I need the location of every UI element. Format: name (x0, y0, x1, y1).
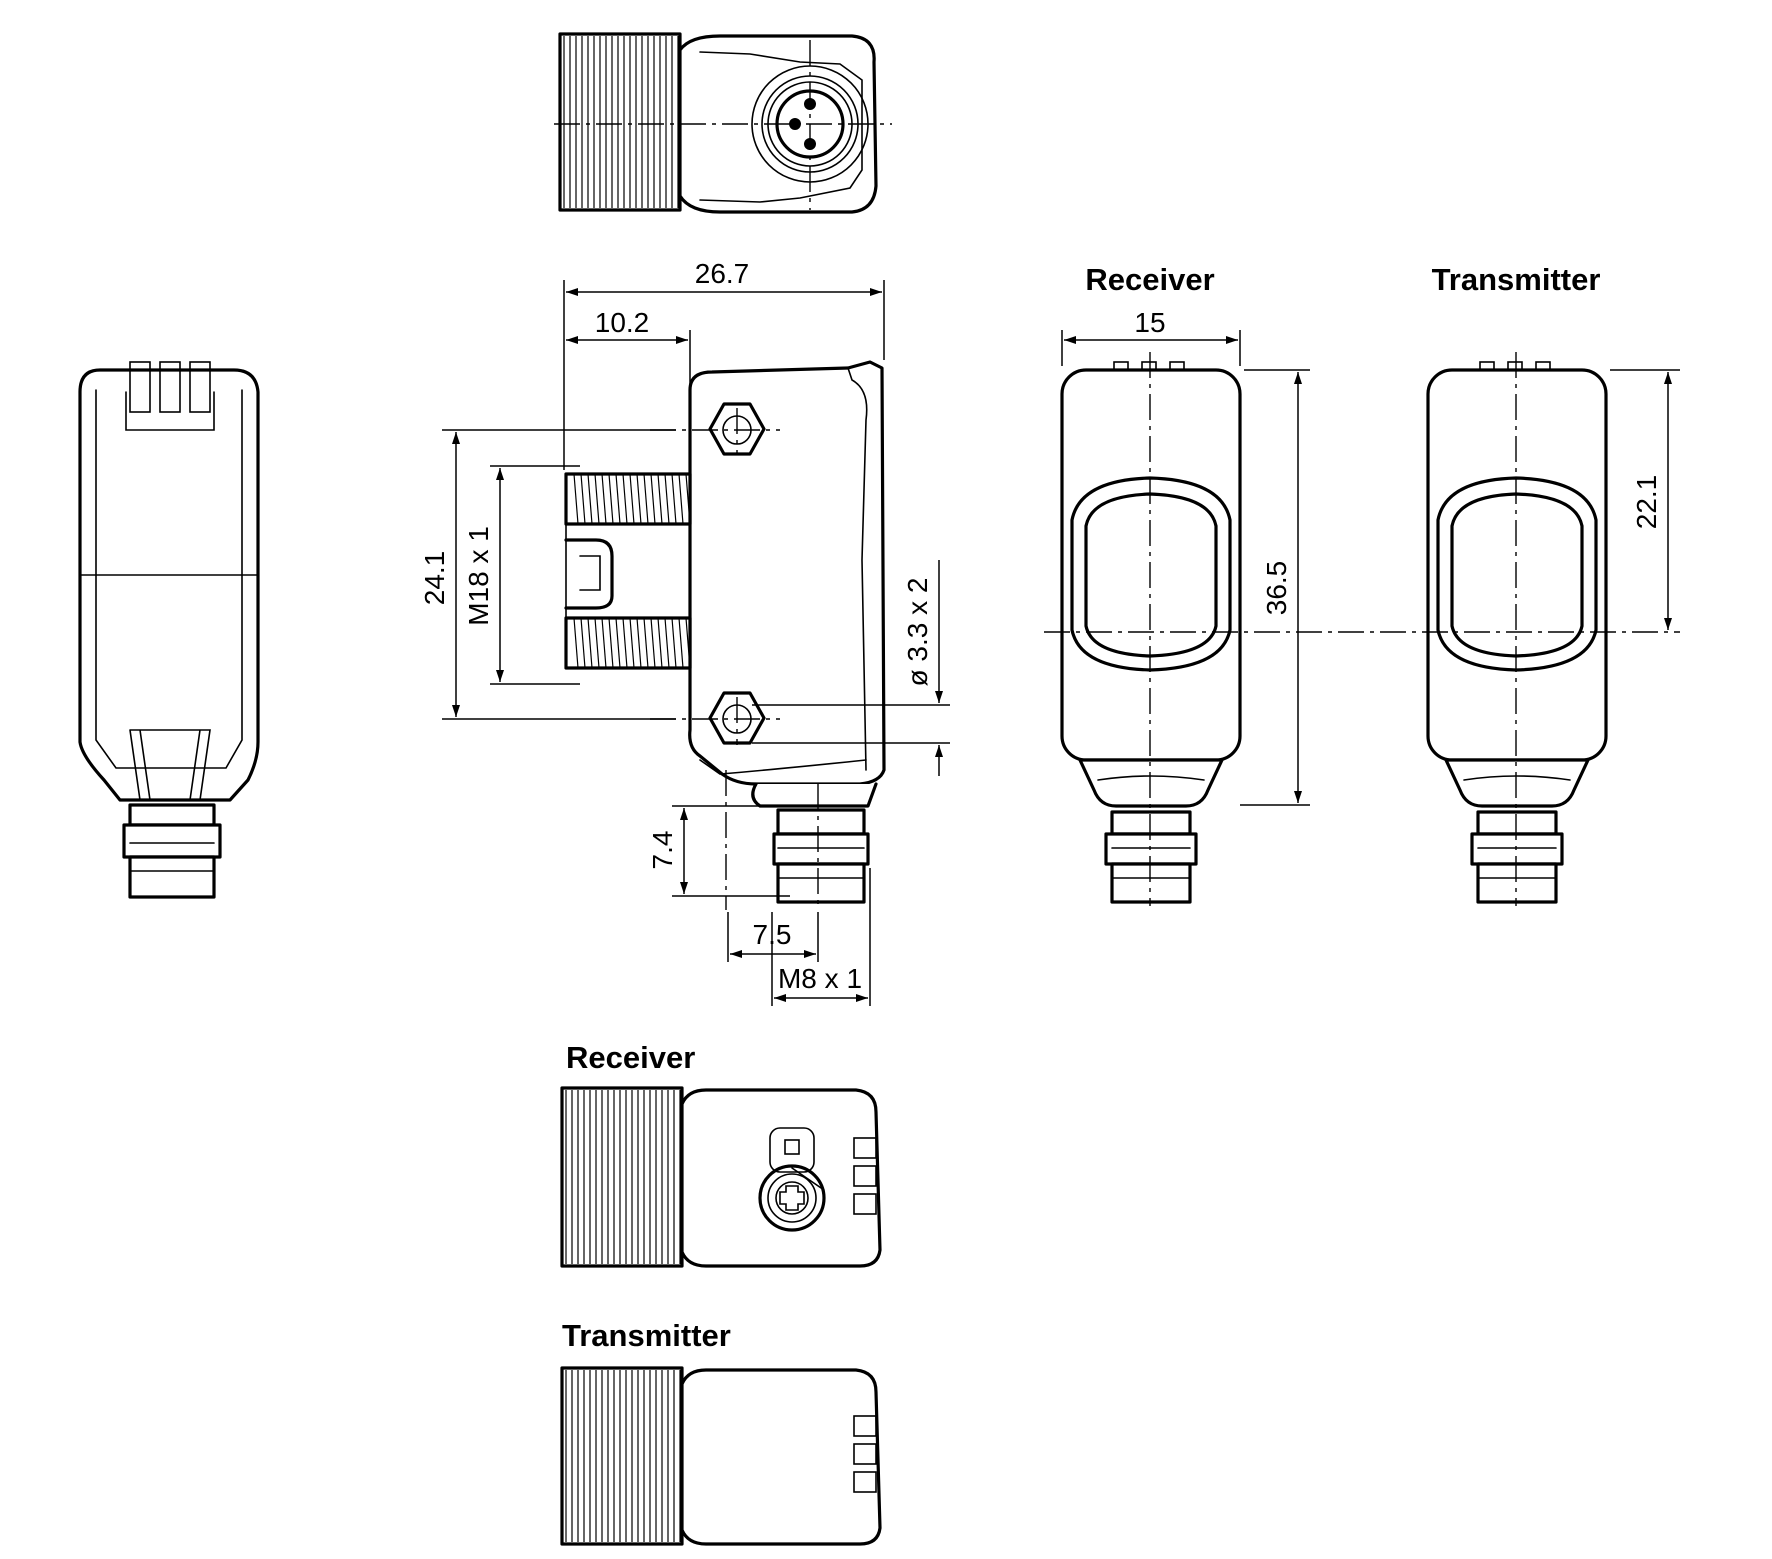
title-front-transmitter: Transmitter (1432, 262, 1601, 297)
dim-optical-axis: 22.1 (1631, 475, 1662, 530)
dim-total-height: 36.5 (1261, 561, 1292, 616)
dim-connector-length: 7.4 (647, 831, 678, 870)
back-view (78, 361, 260, 899)
dim-connector-thread: M8 x 1 (778, 963, 862, 994)
front-view-receiver (1060, 352, 1242, 906)
dim-mount-hole: ø 3.3 x 2 (902, 578, 933, 687)
dim-front-width: 15 (1134, 307, 1165, 338)
top-view (554, 32, 892, 214)
dim-thread-main: M18 x 1 (463, 526, 494, 626)
front-dimensions (1044, 330, 1680, 806)
title-front-receiver: Receiver (1085, 262, 1214, 297)
title-bottom-receiver: Receiver (566, 1040, 695, 1075)
dim-overall-width: 26.7 (695, 258, 750, 289)
side-dimensions (442, 280, 950, 1006)
side-view (564, 360, 886, 910)
title-bottom-transmitter: Transmitter (562, 1318, 731, 1353)
dim-connector-offset: 7.5 (753, 919, 792, 950)
front-view-transmitter (1426, 352, 1608, 906)
bottom-view-transmitter (560, 1366, 882, 1546)
dim-mount-spacing: 24.1 (419, 551, 450, 606)
dimension-labels: 26.7 10.2 15 24.1 M18 x 1 ø 3.3 x 2 36.5… (419, 258, 1662, 994)
view-titles: Receiver Transmitter Receiver Transmitte… (562, 262, 1600, 1353)
bottom-view-receiver (560, 1086, 882, 1268)
dim-thread-offset: 10.2 (595, 307, 650, 338)
